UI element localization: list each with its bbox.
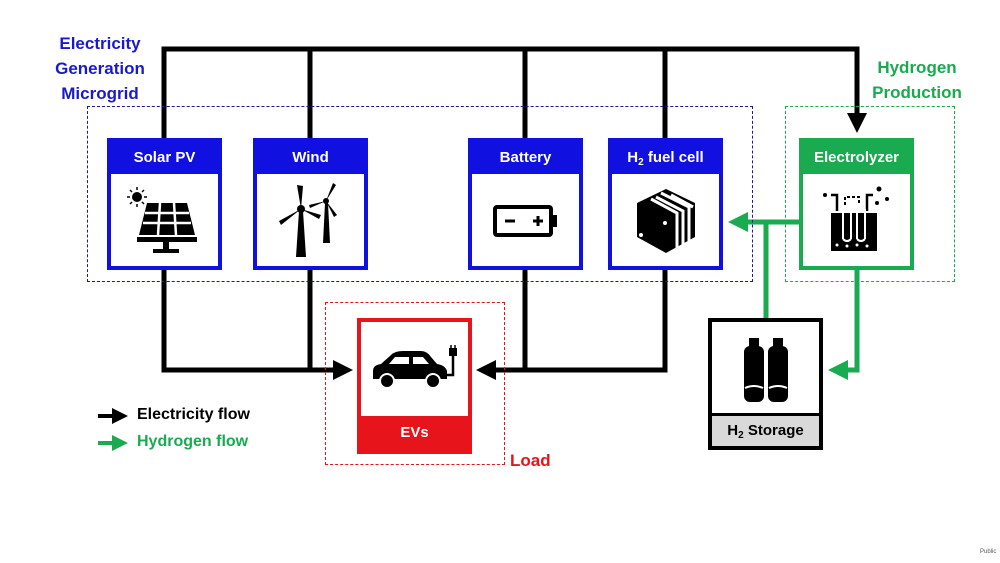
electric-car-icon xyxy=(372,345,457,389)
fuel-cell-stack-icon xyxy=(636,189,695,253)
h2-storage-node: H2 Storage xyxy=(708,318,823,450)
solar-pv-node: Solar PV xyxy=(107,138,222,270)
electrolyzer-title: Electrolyzer xyxy=(803,142,910,174)
electrolyzer-icon xyxy=(822,186,889,251)
production-boundary xyxy=(785,106,955,282)
fuel-cell-title: H2 fuel cell xyxy=(612,142,719,174)
solar-pv-title: Solar PV xyxy=(111,142,218,174)
electrolyzer-node: Electrolyzer xyxy=(799,138,914,270)
hydrogen-line-to-storage xyxy=(828,270,860,380)
h2-storage-title: H2 Storage xyxy=(712,413,819,446)
evs-title: EVs xyxy=(361,416,468,450)
wind-title: Wind xyxy=(257,142,364,174)
public-label: Public xyxy=(980,549,997,555)
battery-node: Battery xyxy=(468,138,583,270)
gas-cylinders-icon xyxy=(743,338,788,402)
evs-node: EVs xyxy=(357,318,472,454)
solar-panel-icon xyxy=(126,187,197,253)
load-label: Load xyxy=(510,451,551,470)
electricity-line-right-to-evs xyxy=(476,270,668,380)
wind-node: Wind xyxy=(253,138,368,270)
electricity-bus-top xyxy=(161,46,867,138)
electricity-line-left-to-evs xyxy=(161,270,353,380)
load-boundary xyxy=(325,302,505,465)
legend-hydrogen-flow: Hydrogen flow xyxy=(137,433,249,450)
battery-icon xyxy=(492,205,557,237)
wind-turbine-icon xyxy=(278,183,337,257)
fuel-cell-node: H2 fuel cell xyxy=(608,138,723,270)
legend-electricity-flow: Electricity flow xyxy=(137,406,250,423)
battery-title: Battery xyxy=(472,142,579,174)
microgrid-boundary xyxy=(87,106,753,282)
